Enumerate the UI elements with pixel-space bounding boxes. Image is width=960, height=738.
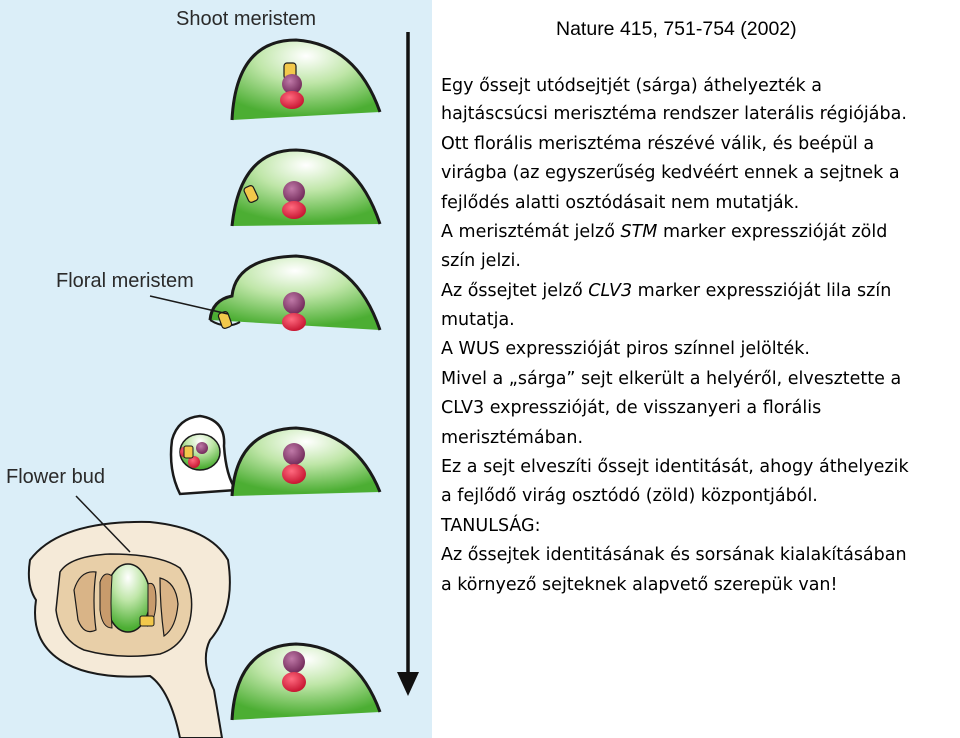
text-line: A WUS expresszióját piros színnel jelölt… bbox=[441, 339, 810, 359]
floral-meristem-label: Floral meristem bbox=[56, 270, 194, 292]
text-span: Az őssejtet jelző bbox=[441, 281, 589, 301]
shoot-meristem-label: Shoot meristem bbox=[176, 8, 317, 30]
clv3-marker-line: Az őssejtet jelző CLV3 marker expresszió… bbox=[441, 281, 891, 301]
citation: Nature 415, 751-754 (2002) bbox=[556, 18, 797, 40]
yellow-stem-cell bbox=[139, 615, 155, 627]
clv3-purple-cell bbox=[283, 651, 305, 673]
stage-1-meristem bbox=[230, 38, 382, 121]
flower-bud-section bbox=[27, 520, 231, 738]
text-span: marker expresszióját zöld bbox=[657, 222, 888, 242]
text-line: hajtáscsúcsi merisztéma rendszer laterál… bbox=[441, 104, 907, 124]
text-line: CLV3 expresszióját, de visszanyeri a flo… bbox=[441, 398, 822, 418]
floral-meristem-leader bbox=[149, 295, 229, 315]
yellow-stem-cell bbox=[243, 185, 259, 203]
text-line: Mivel a „sárga” sejt elkerült a helyéről… bbox=[441, 369, 902, 389]
text-line: mutatja. bbox=[441, 310, 515, 330]
stage-2-meristem bbox=[230, 148, 382, 227]
text-line: Egy őssejt utódsejtjét (sárga) áthelyezt… bbox=[441, 76, 822, 96]
text-line: merisztémában. bbox=[441, 428, 584, 448]
conclusion-heading: TANULSÁG: bbox=[441, 516, 541, 536]
stm-marker-line: A merisztémát jelző STM marker expresszi… bbox=[441, 222, 887, 242]
flower-bud-label: Flower bud bbox=[6, 466, 105, 488]
clv3-purple-cell bbox=[282, 74, 302, 94]
clv3-purple-cell bbox=[283, 292, 305, 314]
wus-red-cells bbox=[282, 313, 306, 331]
clv3-purple-cell bbox=[283, 443, 305, 465]
text-line: Ott florális merisztéma részévé válik, é… bbox=[441, 134, 875, 154]
wus-red-cells bbox=[282, 201, 306, 219]
stage-5-meristem bbox=[230, 642, 382, 721]
text-span: marker expresszióját lila szín bbox=[632, 281, 892, 301]
time-arrow bbox=[397, 32, 419, 696]
text-line: virágba (az egyszerűség kedvéért ennek a… bbox=[441, 163, 900, 183]
explanation-panel: Nature 415, 751-754 (2002) Egy őssejt ut… bbox=[441, 0, 960, 738]
text-line: a környező sejteknek alapvető szerepük v… bbox=[441, 575, 838, 595]
text-line: fejlődés alatti osztódásait nem mutatják… bbox=[441, 193, 800, 213]
meristem-figure: Shoot meristem Floral meristem Flower bu… bbox=[0, 0, 432, 738]
stage-3-meristem bbox=[208, 254, 382, 331]
wus-red-cells bbox=[282, 464, 306, 484]
text-line: Az őssejtek identitásának és sorsának ki… bbox=[441, 545, 907, 565]
yellow-stem-cell bbox=[183, 445, 194, 459]
flower-bud-leader bbox=[75, 495, 131, 553]
meristem-diagram bbox=[27, 32, 419, 738]
text-line: Ez a sejt elveszíti őssejt identitását, … bbox=[441, 457, 909, 477]
wus-red-cells bbox=[282, 672, 306, 692]
stm-term: STM bbox=[620, 222, 658, 242]
stage-4-meristem bbox=[169, 414, 382, 497]
clv3-purple-cell bbox=[283, 181, 305, 203]
wus-red-cells bbox=[280, 91, 304, 109]
text-span: A merisztémát jelző bbox=[441, 222, 621, 242]
text-line: a fejlődő virág osztódó (zöld) központjá… bbox=[441, 486, 818, 506]
text-line: szín jelzi. bbox=[441, 251, 521, 271]
clv3-term: CLV3 bbox=[588, 281, 633, 301]
